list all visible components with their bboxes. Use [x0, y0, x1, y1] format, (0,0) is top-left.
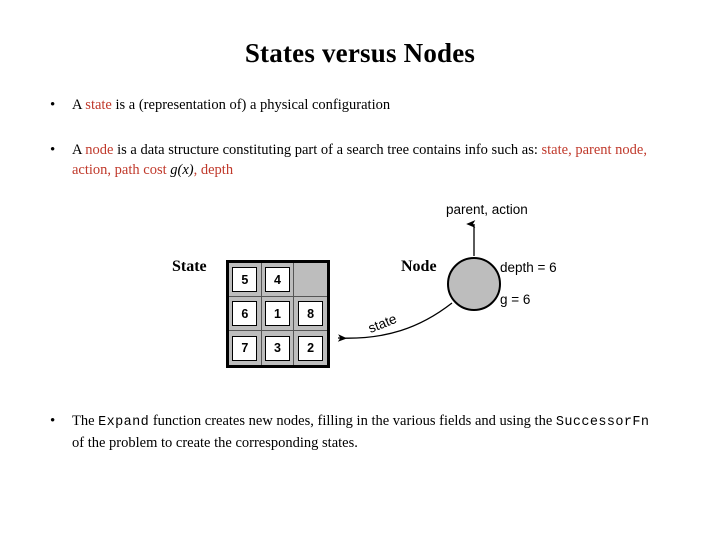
bullet-text-2: A node is a data structure constituting …: [72, 140, 680, 180]
depth-label: depth = 6: [500, 260, 557, 275]
puzzle-tile: 8: [298, 301, 324, 326]
bullet-item-2: • A node is a data structure constitutin…: [50, 140, 680, 180]
bullet-2-seg-0: A: [72, 142, 86, 158]
bullet-1-seg-2: is a (representation of) a physical conf…: [111, 97, 391, 113]
puzzle-cell-r1c2: 4: [261, 263, 295, 297]
bullet-3-seg-successorfn: SuccessorFn: [555, 415, 650, 430]
bullet-marker: •: [50, 97, 56, 113]
puzzle-grid: 5 4 6 1 8 7 3 2: [226, 260, 330, 368]
bullet-text-1: A state is a (representation of) a physi…: [72, 95, 670, 115]
bullet-2-seg-node: node: [85, 142, 114, 158]
puzzle-cell-r2c1: 6: [229, 297, 262, 331]
bullet-2-seg-depth: , depth: [193, 162, 234, 178]
puzzle-cell-r3c1: 7: [229, 331, 262, 365]
state-label: State: [172, 258, 207, 275]
state-node-diagram: State 5 4 6 1 8 7 3 2 Node parent, actio…: [0, 190, 720, 385]
bullet-3-seg-expand: Expand: [98, 415, 150, 430]
puzzle-cell-r2c2: 1: [261, 297, 295, 331]
puzzle-tile: 6: [232, 301, 258, 326]
bullet-text-3: The Expand function creates new nodes, f…: [72, 411, 650, 453]
state-edge-label: state: [366, 311, 399, 336]
bullet-3-seg-0: The: [72, 413, 99, 429]
puzzle-tile: 3: [264, 335, 290, 361]
puzzle-cell-r2c3: 8: [294, 297, 327, 331]
puzzle-tile: 7: [232, 335, 258, 361]
puzzle-cell-r1c1: 5: [229, 263, 262, 297]
bullet-2-seg-2: is a data structure constituting part of…: [113, 142, 542, 158]
node-circle-shape: [447, 257, 501, 311]
puzzle-cell-r1c3-empty: [294, 263, 327, 297]
puzzle-tile: 4: [264, 267, 290, 292]
parent-action-label: parent, action: [446, 202, 528, 217]
bullet-3-seg-4: of the problem to create the correspondi…: [72, 435, 358, 451]
bullet-marker: •: [50, 413, 56, 429]
bullet-2-seg-fields: state, parent node, action, path cost: [72, 142, 647, 178]
bullet-2-seg-gx: g(x): [170, 162, 194, 178]
puzzle-tile: 1: [264, 301, 290, 326]
bullet-1-seg-0: A: [72, 97, 86, 113]
bullet-item-1: • A state is a (representation of) a phy…: [50, 95, 670, 115]
puzzle-tile-blank: [298, 267, 323, 292]
diagram-connectors: [337, 220, 476, 342]
bullet-marker: •: [50, 142, 56, 158]
bullet-item-3: • The Expand function creates new nodes,…: [50, 411, 650, 453]
puzzle-tile: 2: [298, 335, 324, 361]
node-label: Node: [401, 258, 437, 275]
page-title: States versus Nodes: [244, 38, 476, 68]
bullet-3-seg-2: function creates new nodes, filling in t…: [149, 413, 556, 429]
bullet-1-seg-state: state: [85, 97, 112, 113]
puzzle-cell-r3c2: 3: [262, 331, 295, 365]
puzzle-cell-r3c3: 2: [294, 331, 327, 365]
puzzle-tile: 5: [232, 267, 258, 292]
path-cost-label: g = 6: [500, 292, 531, 307]
